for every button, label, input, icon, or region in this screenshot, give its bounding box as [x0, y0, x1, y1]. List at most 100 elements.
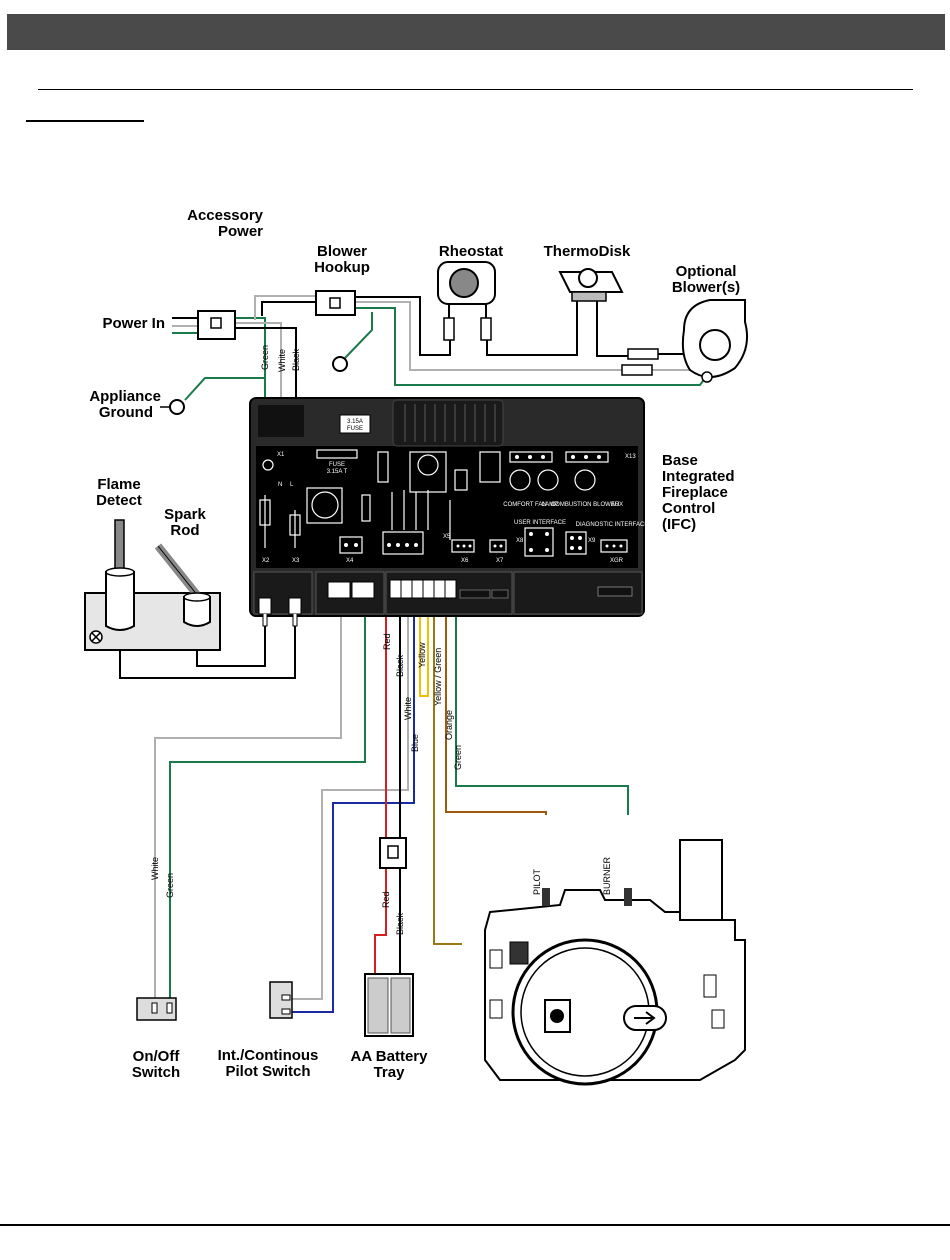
aa-battery-tray [364, 973, 414, 1037]
appliance-ground-label-2: Ground [99, 404, 153, 421]
power-in-connector [197, 310, 236, 340]
wire-label-red-1: Red [382, 633, 392, 650]
green-ifc-wire [235, 317, 266, 430]
board-labels: 3.15A FUSE FUSE 3.15A T COMFORT FAN LAMP… [262, 419, 648, 564]
flame-detect-label-1: Flame [97, 476, 140, 493]
blower-hookup-label-2: Hookup [314, 259, 370, 276]
pilot-blue-wire [290, 600, 415, 1013]
blower-white-wire [355, 301, 622, 371]
blower-black-wire [355, 296, 451, 356]
component-labels: Accessory Power Blower Hookup Rheostat T… [89, 207, 740, 1081]
ifc-label-1: Base [662, 452, 698, 469]
wire-label-black-2: Black [395, 654, 405, 677]
x5-label: X5 [443, 534, 451, 540]
spark-rod-label-1: Spark [164, 506, 206, 523]
rheostat-return-wire [486, 308, 578, 356]
ifc-label-4: Control [662, 500, 715, 517]
optional-blower [681, 299, 748, 383]
appliance-ground-wire [184, 377, 265, 401]
ifc-label-3: Fireplace [662, 484, 728, 501]
wires [119, 295, 706, 1013]
x3-label: X3 [292, 558, 300, 564]
battery-red-wire-2 [374, 868, 387, 975]
l-label: L [290, 482, 294, 488]
black-ifc-wire [235, 327, 297, 430]
onoff-white-wire [154, 600, 342, 1000]
bottom-rule [0, 1224, 950, 1226]
x7-label: X7 [496, 558, 504, 564]
wire-label-green-2: Green [453, 745, 463, 770]
rheostat [437, 261, 496, 341]
board-fuse-label: FUSE [329, 462, 345, 468]
wire-label-green-3: Green [165, 873, 175, 898]
ifc-plugs [258, 597, 302, 627]
thermodisk [558, 268, 624, 310]
wire-label-yellow-green: Yellow / Green [433, 648, 443, 706]
ifc-label-2: Integrated [662, 468, 735, 485]
n-label: N [278, 482, 282, 488]
power-in-label: Power In [102, 315, 165, 332]
battery-connector [379, 837, 407, 869]
x6-label: X6 [461, 558, 469, 564]
accessory-power-label-1: Accessory [187, 207, 264, 224]
spark-rod-label-2: Rod [170, 522, 199, 539]
battery-red-wire [385, 589, 395, 838]
burner-terminal-label: BURNER [602, 856, 612, 895]
white-ifc-wire [235, 322, 282, 430]
diagnostic-interface-label: DIAGNOSTIC INTERFACE [576, 522, 649, 528]
appliance-ground-label-1: Appliance [89, 388, 161, 405]
flame-detect [105, 519, 135, 631]
ifc-label-5: (IFC) [662, 516, 696, 533]
pilot-terminal-label: PILOT [532, 868, 542, 895]
pilot-switch-label-1: Int./Continous [218, 1047, 319, 1064]
optional-blower-label-2: Blower(s) [672, 279, 740, 296]
thermodisk-label: ThermoDisk [544, 243, 631, 260]
on-off-label-1: On/Off [133, 1048, 181, 1065]
wire-label-black-3: Black [395, 912, 405, 935]
x9-label: X9 [588, 538, 596, 544]
wire-label-green-1: Green [260, 345, 270, 370]
blower-hookup-connector [315, 290, 356, 316]
fuse-window-label-2: FUSE [347, 426, 363, 432]
wire-labels: Green White Black Red Black Yellow White… [150, 345, 463, 935]
board-fuse-rating: 3.15A T [327, 469, 348, 475]
battery-label-1: AA Battery [351, 1048, 429, 1065]
blower-hookup-label-1: Blower [317, 243, 367, 260]
blower-green-wire [355, 307, 706, 386]
wire-label-orange: Orange [444, 710, 454, 740]
pilot-switch-label-2: Pilot Switch [225, 1063, 310, 1080]
xgr-label: XGR [610, 558, 624, 564]
aux-label: AUX [611, 502, 623, 508]
wire-label-white-2: White [403, 697, 413, 720]
wire-label-white-3: White [150, 857, 160, 880]
section-underline [26, 120, 144, 122]
user-interface-label: USER INTERFACE [514, 520, 566, 526]
x8-label: X8 [516, 538, 524, 544]
onoff-green-wire [169, 600, 366, 1000]
ifc-board [249, 397, 645, 617]
comfort-fan-label: COMFORT FAN [503, 502, 546, 508]
x2-label: X2 [262, 558, 270, 564]
optional-blower-label-1: Optional [676, 263, 737, 280]
wire-label-white-1: White [277, 349, 287, 372]
flame-detect-label-2: Detect [96, 492, 142, 509]
header-bar [7, 14, 945, 50]
wire-label-yellow: Yellow [417, 642, 427, 668]
wire-label-red-2: Red [381, 891, 391, 908]
rheostat-label: Rheostat [439, 243, 503, 260]
spark-rod-wire [119, 625, 296, 679]
spark-rod [154, 543, 211, 627]
x1-label: X1 [277, 452, 285, 458]
wire-label-black-1: Black [291, 348, 301, 371]
top-rule [38, 89, 913, 90]
lamp-label: LAMP [542, 502, 558, 508]
fuse-window-label-1: 3.15A [347, 419, 363, 425]
pilot-switch [269, 981, 293, 1019]
thermodisk-wire [596, 300, 628, 357]
ground-terminals [160, 356, 348, 415]
on-off-label-2: Switch [132, 1064, 180, 1081]
yellow-loop-wire [419, 590, 429, 697]
x4-label: X4 [346, 558, 354, 564]
x13-label: X13 [625, 454, 636, 460]
